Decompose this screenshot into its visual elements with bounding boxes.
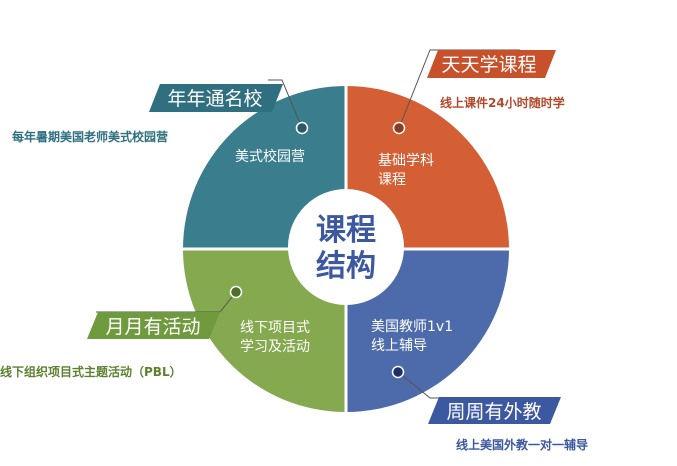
tag-top-left [149,84,283,112]
marker-dot-top-left [295,121,309,135]
center-circle [288,189,404,305]
tag-title-top-left: 年年通名校 [167,88,262,110]
desc-bottom-left: 线下组织项目式主题活动（PBL） [0,364,182,379]
tag-bottom-right [428,397,561,424]
center-title-line2: 结构 [316,249,376,284]
tag-title-top-right: 天天学课程 [441,54,536,76]
connector-bottom-right [397,371,440,399]
quadrant-bottom-right [346,249,509,412]
tag-title-bottom-right: 周周有外教 [446,401,541,423]
desc-top-left: 每年暑期美国老师美式校园营 [12,129,168,144]
desc-bottom-right: 线上美国外教一对一辅导 [456,437,588,452]
marker-dot-bottom-right [391,365,405,379]
quadrant-label-top-left: 美式校园营 [235,148,305,165]
tag-top-right [427,50,556,78]
quadrant-label-top-right-line1: 基础学科 [378,152,434,169]
tag-title-bottom-left: 月月有活动 [105,316,200,338]
tag-bottom-left [87,312,220,339]
quadrant-label-bottom-left-line1: 线下项目式 [240,320,310,336]
center-title-line1: 课程 [316,213,376,248]
desc-top-right: 线上课件24小时随时学 [440,95,565,110]
quadrant-label-bottom-right-line1: 美国教师1v1 [371,319,453,335]
quadrant-bottom-left [183,249,346,412]
quadrant-label-top-right-line2: 课程 [378,172,406,188]
quadrant-label-bottom-left-line2: 学习及活动 [240,339,310,355]
marker-dot-bottom-left [229,285,243,299]
marker-dot-top-right [392,121,406,135]
connector-top-left [268,79,303,129]
quadrant-label-bottom-right-line2: 线上辅导 [371,338,427,354]
